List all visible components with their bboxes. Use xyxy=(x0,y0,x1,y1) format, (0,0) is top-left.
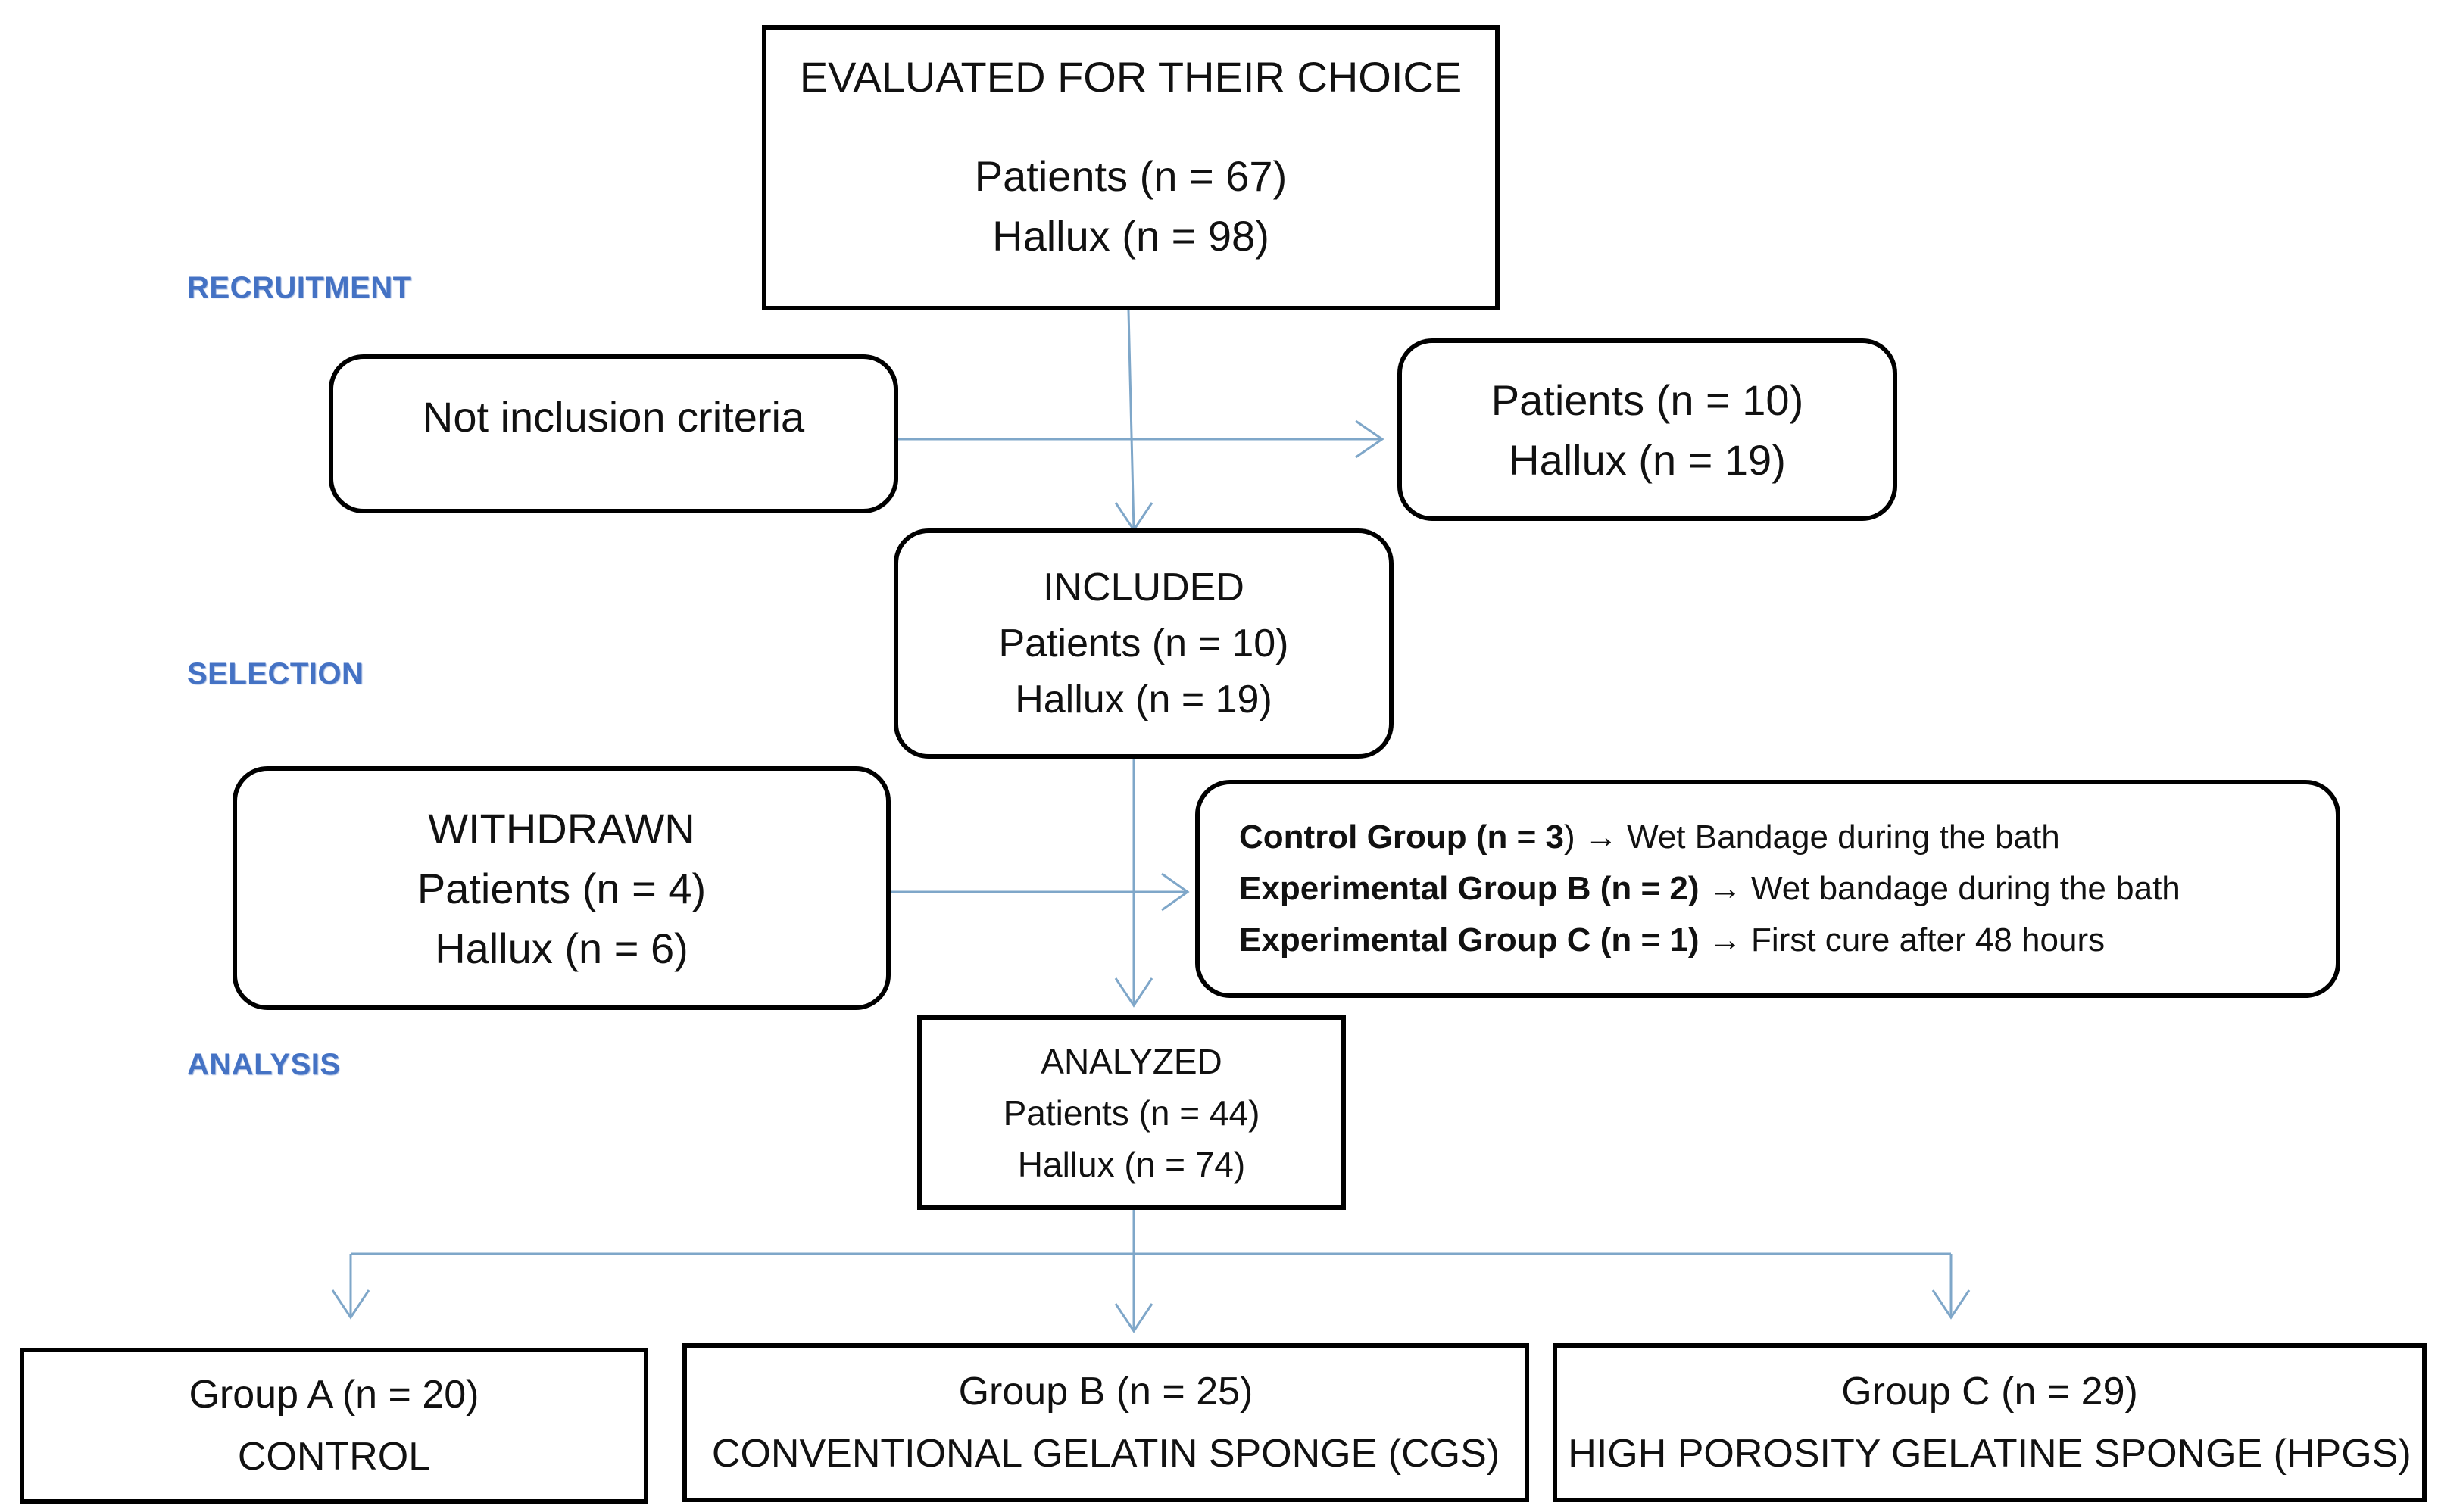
arrowhead-group-c xyxy=(1931,1289,1971,1320)
group-b-box: Group B (n = 25) CONVENTIONAL GELATIN SP… xyxy=(682,1343,1529,1502)
detail-group-b-group: Experimental Group B (n = 2) xyxy=(1239,870,1700,907)
detail-group-c-reason: First cure after 48 hours xyxy=(1741,921,2106,959)
included-patients: Patients (n = 10) xyxy=(998,622,1289,666)
analyzed-box: ANALYZED Patients (n = 44) Hallux (n = 7… xyxy=(917,1015,1346,1210)
stage-analysis-label: ANALYSIS xyxy=(187,1048,341,1081)
detail-group-b-arrow: → xyxy=(1708,870,1742,907)
not-inclusion-box: Not inclusion criteria xyxy=(329,354,898,513)
connector-evaluated-included xyxy=(1127,310,1135,531)
analyzed-title: ANALYZED xyxy=(1041,1041,1222,1081)
analyzed-hallux: Hallux (n = 74) xyxy=(1017,1144,1246,1184)
arrowhead-withdrawn xyxy=(1161,872,1190,912)
included-hallux: Hallux (n = 19) xyxy=(1015,678,1272,722)
withdrawn-detail-group-b: Experimental Group B (n = 2) → Wet banda… xyxy=(1239,870,2180,908)
excluded-hallux: Hallux (n = 19) xyxy=(1509,435,1786,484)
withdrawn-hallux: Hallux (n = 6) xyxy=(435,924,688,972)
group-c-name: HIGH POROSITY GELATINE SPONGE (HPGS) xyxy=(1568,1432,2411,1476)
group-a-count: Group A (n = 20) xyxy=(189,1373,479,1417)
detail-control-group: Control Group (n = 3 xyxy=(1239,818,1564,856)
detail-group-c-group: Experimental Group C (n = 1) xyxy=(1239,921,1700,959)
arrowhead-exclusion xyxy=(1355,419,1384,459)
analyzed-patients: Patients (n = 44) xyxy=(1003,1093,1260,1133)
withdrawn-box: WITHDRAWN Patients (n = 4) Hallux (n = 6… xyxy=(233,766,891,1010)
group-a-name: CONTROL xyxy=(237,1435,431,1479)
evaluated-title: EVALUATED FOR THEIR CHOICE xyxy=(799,53,1462,101)
withdrawn-detail-control: Control Group (n = 3) → Wet Bandage duri… xyxy=(1239,818,2060,856)
group-c-count: Group C (n = 29) xyxy=(1841,1370,2138,1414)
evaluated-box: EVALUATED FOR THEIR CHOICE Patients (n =… xyxy=(762,25,1500,310)
withdrawn-details-box: Control Group (n = 3) → Wet Bandage duri… xyxy=(1195,780,2340,998)
stage-recruitment-label: RECRUITMENT xyxy=(187,271,412,304)
arrowhead-analyzed xyxy=(1114,977,1153,1008)
included-title: INCLUDED xyxy=(1043,566,1244,609)
excluded-counts-box: Patients (n = 10) Hallux (n = 19) xyxy=(1397,338,1897,521)
detail-group-c-arrow: → xyxy=(1708,921,1742,959)
evaluated-hallux: Hallux (n = 98) xyxy=(992,212,1269,260)
group-a-box: Group A (n = 20) CONTROL xyxy=(20,1348,648,1504)
included-box: INCLUDED Patients (n = 10) Hallux (n = 1… xyxy=(894,528,1394,759)
arrowhead-group-a xyxy=(331,1289,370,1320)
detail-control-reason: Wet Bandage during the bath xyxy=(1617,818,2060,856)
withdrawn-patients: Patients (n = 4) xyxy=(417,864,707,912)
evaluated-patients: Patients (n = 67) xyxy=(974,152,1288,200)
not-inclusion-label: Not inclusion criteria xyxy=(422,393,805,441)
withdrawn-detail-group-c: Experimental Group C (n = 1) → First cur… xyxy=(1239,921,2105,959)
group-b-name: CONVENTIONAL GELATIN SPONGE (CGS) xyxy=(711,1432,1500,1476)
withdrawn-title: WITHDRAWN xyxy=(428,804,695,853)
detail-group-b-reason: Wet bandage during the bath xyxy=(1741,870,2180,907)
detail-control-close: ) xyxy=(1563,818,1575,856)
group-b-count: Group B (n = 25) xyxy=(958,1370,1253,1414)
detail-control-arrow: → xyxy=(1584,818,1618,856)
excluded-patients: Patients (n = 10) xyxy=(1491,376,1804,424)
group-c-box: Group C (n = 29) HIGH POROSITY GELATINE … xyxy=(1553,1343,2427,1502)
arrowhead-group-b xyxy=(1114,1303,1153,1333)
stage-selection-label: SELECTION xyxy=(187,657,364,691)
